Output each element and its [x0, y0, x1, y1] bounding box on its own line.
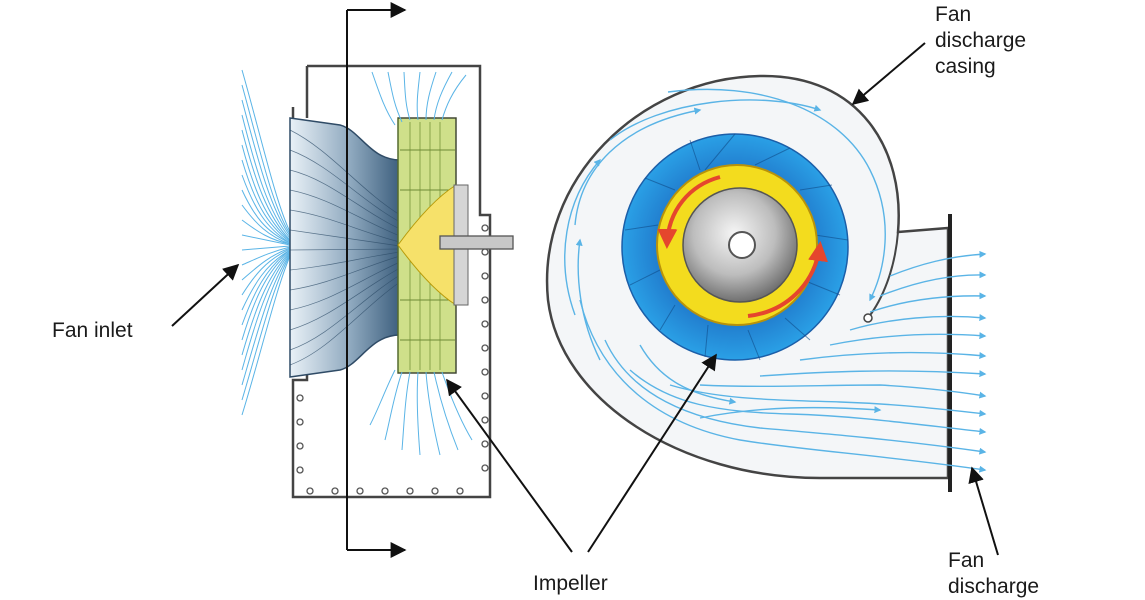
leader-fan-inlet	[172, 265, 238, 326]
hub-bore	[729, 232, 755, 258]
inlet-cone	[290, 118, 400, 377]
drive-shaft	[440, 236, 513, 249]
label-fan-inlet: Fan inlet	[52, 318, 133, 343]
front-volute-view	[547, 76, 985, 492]
leader-fan-discharge	[972, 468, 998, 555]
label-casing-line3: casing	[935, 54, 996, 79]
leader-casing	[853, 43, 925, 104]
label-discharge-line1: Fan	[948, 548, 984, 573]
label-casing-line1: Fan	[935, 2, 971, 27]
inlet-airflow-lines	[242, 70, 290, 415]
leader-impeller-side	[447, 380, 572, 552]
tongue-tip	[864, 314, 872, 322]
label-impeller: Impeller	[533, 571, 608, 596]
label-casing-line2: discharge	[935, 28, 1026, 53]
label-discharge-line2: discharge	[948, 574, 1039, 599]
side-section-view	[242, 10, 513, 550]
